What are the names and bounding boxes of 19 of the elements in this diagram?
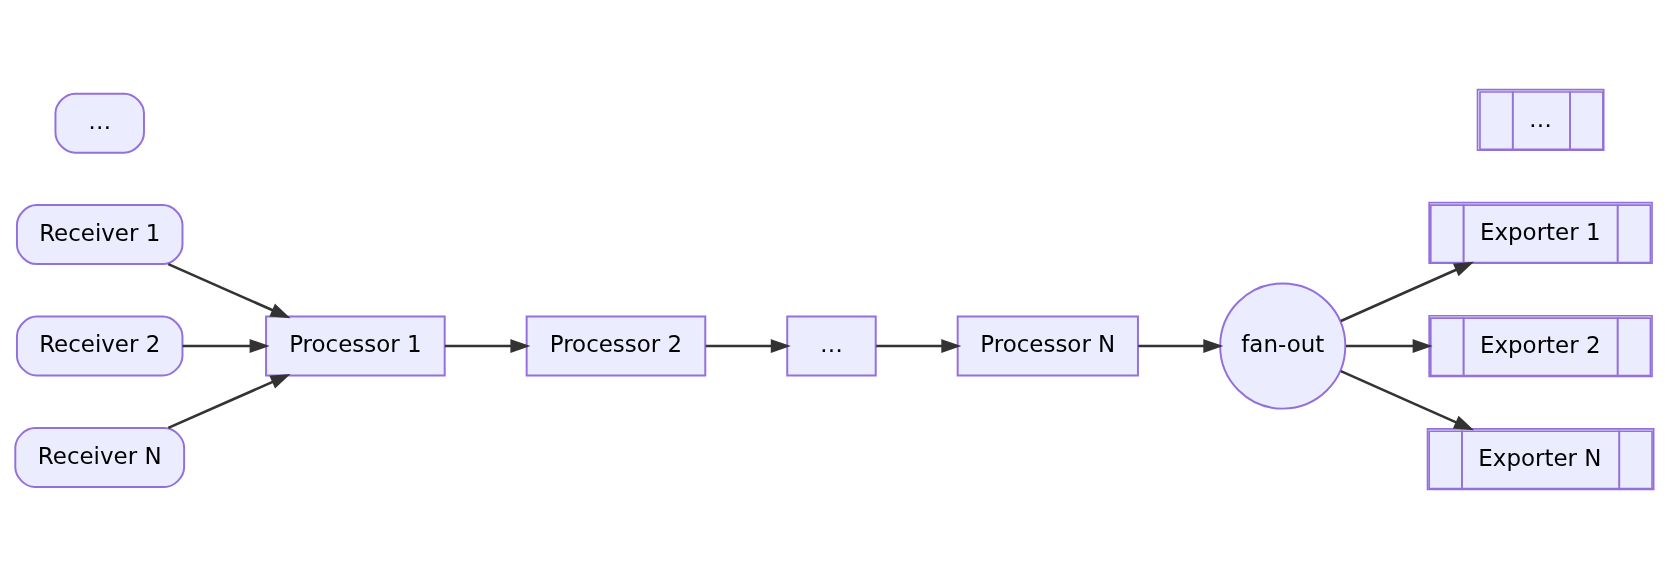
arrow	[167, 262, 291, 318]
node-box: Receiver 1	[15, 203, 184, 265]
arrow	[1340, 369, 1475, 430]
node-circle: fan-out	[1219, 281, 1347, 410]
arrow	[876, 338, 962, 353]
node-box: …	[54, 92, 145, 154]
arrow	[444, 338, 531, 353]
arrow	[705, 338, 791, 353]
arrow	[1346, 338, 1433, 353]
arrow	[182, 338, 270, 353]
node-box: Processor N	[956, 315, 1139, 377]
arrow	[167, 373, 291, 429]
node-box: Receiver N	[14, 426, 186, 488]
node-box: …	[786, 315, 877, 377]
node-box: Processor 1	[265, 315, 446, 377]
arrow	[1138, 338, 1224, 353]
node-box: Receiver 2	[15, 315, 184, 377]
arrow	[1340, 261, 1475, 322]
node-box: Processor 2	[525, 315, 707, 377]
